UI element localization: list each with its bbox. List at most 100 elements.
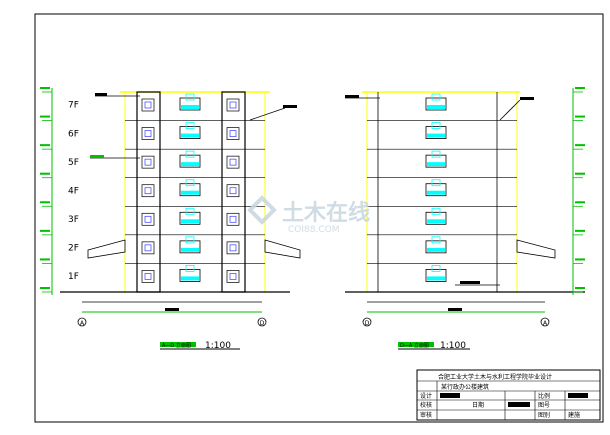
level-mark <box>40 229 50 232</box>
right-elevation: D A D—A 立面图 1:100 <box>345 87 585 351</box>
stair-window-pane <box>144 158 152 166</box>
stair-window <box>141 155 155 169</box>
window-glazing <box>181 133 199 138</box>
title-block-header: 合肥工业大学土木与水利工程学院毕业设计 <box>438 373 552 381</box>
floor-label: 3F <box>68 215 79 225</box>
stair-window-pane <box>229 187 237 195</box>
title-block-cell: 比例 <box>538 392 550 400</box>
title-block-row-label: 校核 <box>420 401 432 409</box>
left-axis-start-label: A <box>80 320 85 327</box>
stair-window-pane <box>229 215 237 223</box>
title-block: 合肥工业大学土木与水利工程学院毕业设计 某行政办公楼建筑 设计 校核 审核 比例… <box>416 369 601 421</box>
right-axis-start-label: D <box>365 320 370 327</box>
window-glazing <box>427 133 445 138</box>
window-glazing <box>427 162 445 167</box>
right-elevation-scale: 1:100 <box>440 341 466 351</box>
left-awning-west <box>87 239 126 259</box>
title-block-cell: 图号 <box>538 402 550 409</box>
stair-window <box>141 241 155 255</box>
level-mark <box>575 87 585 89</box>
stair-window <box>226 127 240 140</box>
window-transom <box>185 236 195 244</box>
window-transom <box>431 122 441 129</box>
stair-window <box>226 270 240 283</box>
window-transom <box>431 150 441 158</box>
right-elevation-title: D—A 立面图 <box>400 342 429 349</box>
window-glazing <box>181 276 199 281</box>
window-glazing <box>427 247 445 252</box>
floor-label: 7F <box>68 101 79 111</box>
window <box>425 183 447 197</box>
level-mark <box>40 258 50 261</box>
window-transom <box>185 207 195 215</box>
window-transom <box>185 93 195 101</box>
window-transom <box>185 150 195 158</box>
left-floor-lines <box>125 120 265 264</box>
left-note-2 <box>90 155 104 158</box>
window-glazing <box>427 105 445 109</box>
floor-label: 1F <box>68 272 79 282</box>
title-block-filled-cell <box>508 402 530 407</box>
window <box>179 97 201 111</box>
stair-window <box>226 212 240 226</box>
left-stair-tower-2 <box>221 91 246 293</box>
window-glazing <box>427 219 445 224</box>
window-glazing <box>181 162 199 167</box>
watermark-logo-icon <box>247 195 277 225</box>
stair-window <box>141 212 155 226</box>
window <box>179 126 201 139</box>
window <box>425 126 447 139</box>
right-note-1 <box>345 95 359 98</box>
left-axis-bubble-end <box>257 317 267 327</box>
left-elevation-title: A—D 立面图 <box>162 342 191 349</box>
watermark: 土木在线 COI88.COM <box>247 195 370 235</box>
watermark-brand: 土木在线 <box>282 200 370 226</box>
stair-window <box>141 127 155 140</box>
level-mark <box>575 287 585 289</box>
stair-window <box>141 98 155 112</box>
left-note-3 <box>283 105 297 108</box>
floor-label: 6F <box>68 129 79 139</box>
left-elevation-scale: 1:100 <box>205 341 231 351</box>
watermark-site: COI88.COM <box>288 225 339 235</box>
window-transom <box>185 122 195 129</box>
window-transom <box>431 236 441 244</box>
window <box>425 211 447 225</box>
window <box>179 183 201 197</box>
stair-window-pane <box>144 273 152 280</box>
window <box>179 269 201 282</box>
right-level-ticks <box>573 87 585 293</box>
right-axis-end-label: A <box>543 320 548 327</box>
window <box>425 154 447 168</box>
sheet-border <box>34 13 604 423</box>
level-mark <box>40 87 50 89</box>
stair-window <box>226 155 240 169</box>
left-note-1 <box>95 93 107 96</box>
window-transom <box>185 179 195 187</box>
left-note-leader-3 <box>249 107 286 121</box>
level-mark <box>575 258 585 261</box>
window-transom <box>431 207 441 215</box>
right-note-leader-2 <box>499 99 521 121</box>
window-transom <box>431 93 441 101</box>
window-glazing <box>181 219 199 224</box>
window <box>179 154 201 168</box>
level-mark <box>575 144 585 147</box>
floor-label: 5F <box>68 158 79 168</box>
stair-window-pane <box>144 244 152 252</box>
stair-window-pane <box>229 244 237 252</box>
left-stair-tower-1 <box>136 91 161 293</box>
window-transom <box>431 265 441 272</box>
title-block-filled-cell <box>568 393 588 398</box>
stair-window-pane <box>229 130 237 137</box>
window <box>425 269 447 282</box>
level-mark <box>40 201 50 204</box>
left-axis-bubble-start <box>77 317 87 327</box>
title-block-frame <box>416 369 601 421</box>
stair-window-pane <box>229 273 237 280</box>
left-dimension-text <box>165 308 179 311</box>
window-transom <box>185 265 195 272</box>
